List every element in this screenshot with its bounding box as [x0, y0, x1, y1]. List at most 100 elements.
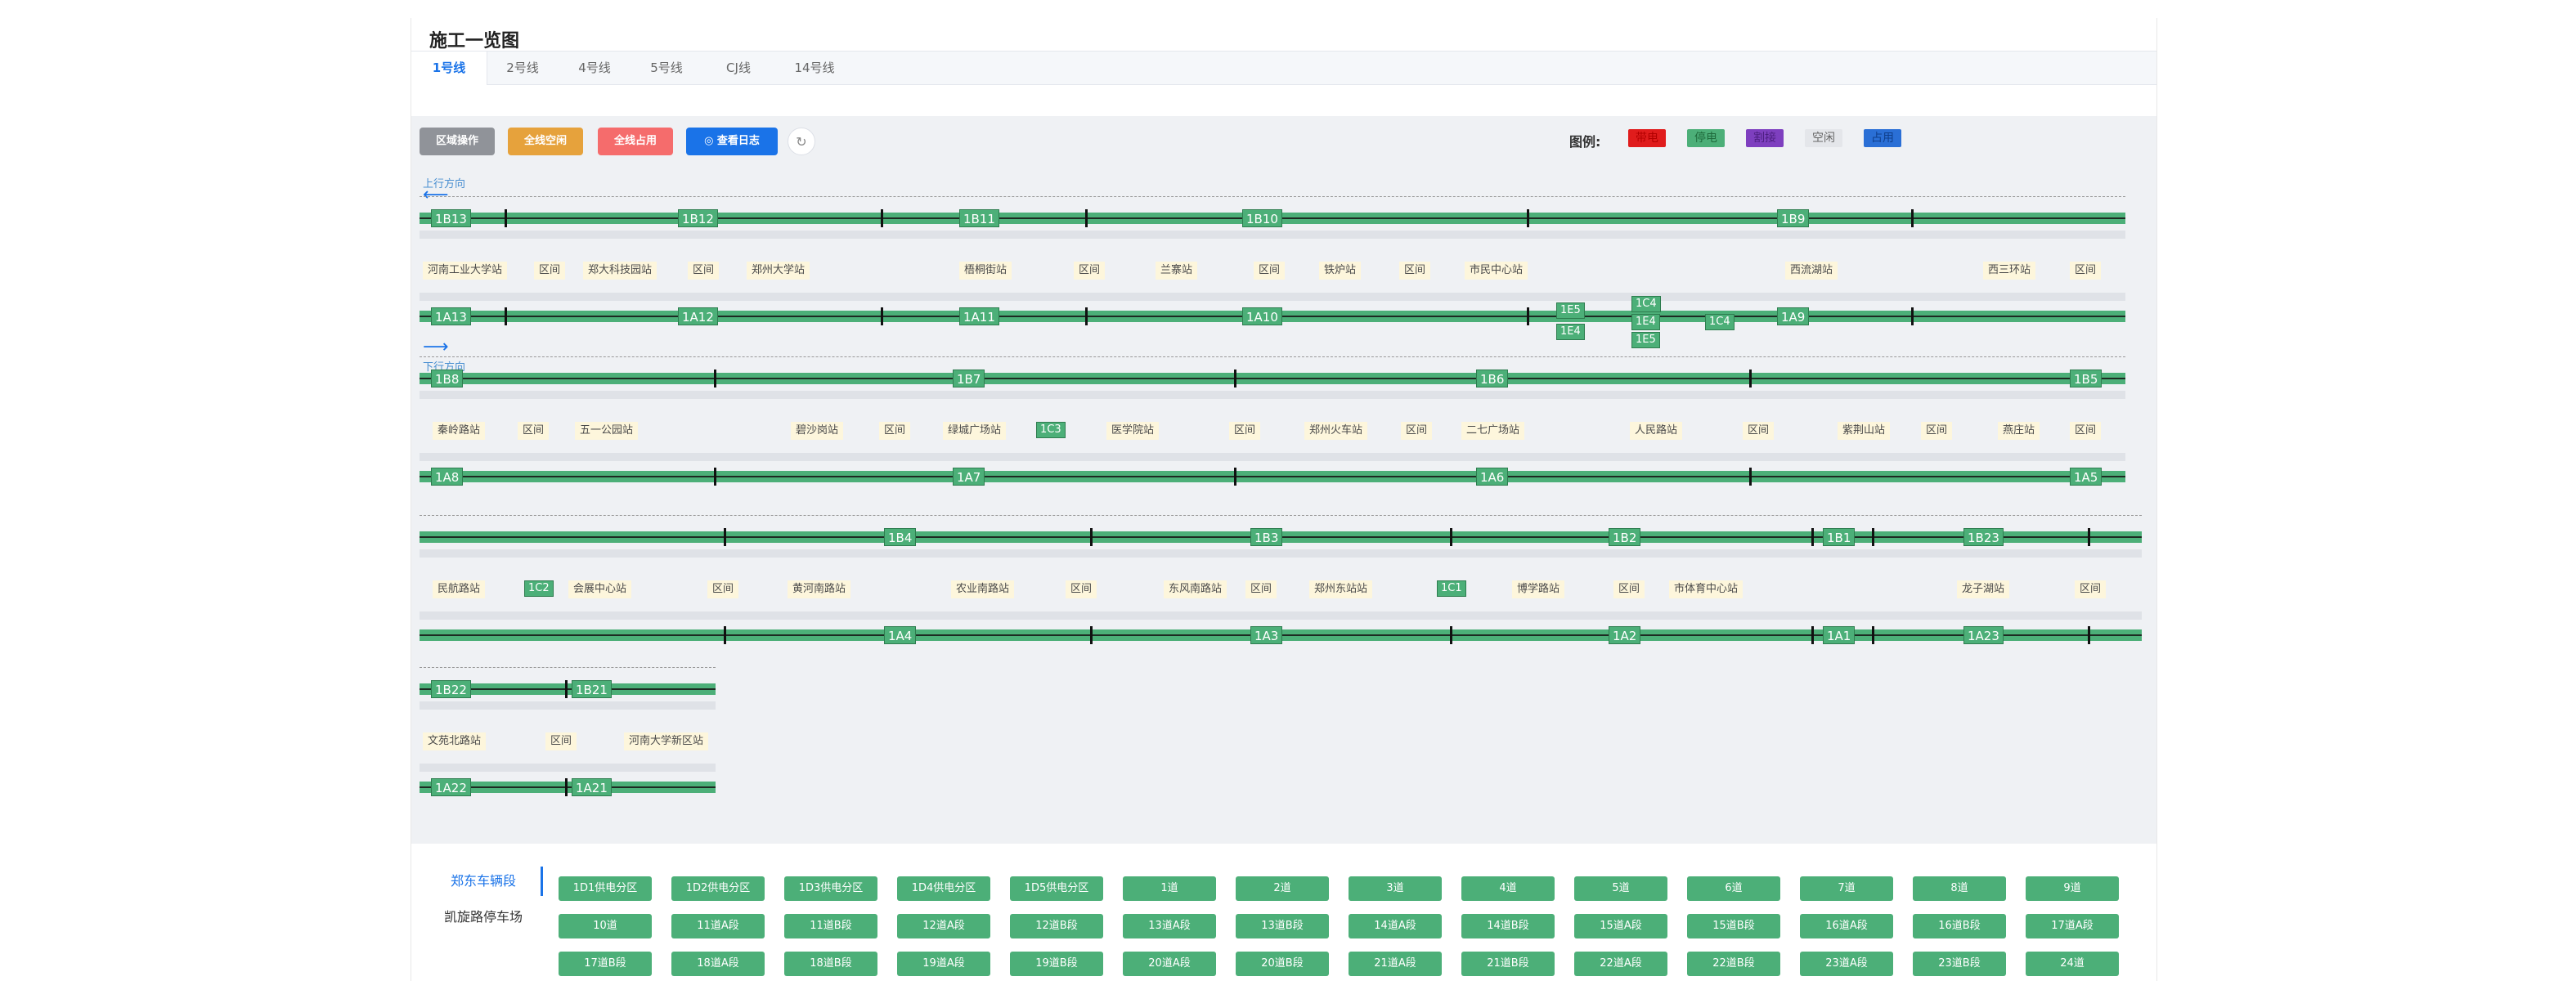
station-0-6[interactable]: 区间: [1074, 262, 1106, 280]
section-1A2[interactable]: 1A2: [1609, 626, 1641, 644]
block-1C1-1[interactable]: 1C1: [1437, 580, 1466, 597]
station-1-16[interactable]: 区间: [2070, 422, 2102, 440]
block-1E4-3[interactable]: 1E4: [1631, 314, 1660, 330]
station-1-10[interactable]: 二七广场站: [1461, 422, 1525, 440]
station-0-14[interactable]: 区间: [2070, 262, 2102, 280]
station-0-1[interactable]: 区间: [534, 262, 566, 280]
station-0-4[interactable]: 郑州大学站: [747, 262, 810, 280]
section-1B7[interactable]: 1B7: [953, 370, 985, 387]
station-1-2[interactable]: 五一公园站: [575, 422, 639, 440]
depot-track-button[interactable]: 8道: [1913, 876, 2006, 901]
station-2-10[interactable]: 区间: [1613, 580, 1645, 598]
station-2-6[interactable]: 东风南路站: [1164, 580, 1227, 598]
section-1A6[interactable]: 1A6: [1476, 468, 1509, 486]
section-1B4[interactable]: 1B4: [884, 528, 917, 546]
section-1B12[interactable]: 1B12: [678, 209, 718, 227]
depot-track-button[interactable]: 14道A段: [1349, 914, 1442, 938]
tab-line-5[interactable]: 5号线: [650, 60, 683, 75]
depot-track-button[interactable]: 15道A段: [1574, 914, 1667, 938]
block-1E5-0[interactable]: 1E5: [1556, 302, 1585, 319]
section-1A5[interactable]: 1A5: [2070, 468, 2103, 486]
depot-track-button[interactable]: 17道A段: [2026, 914, 2119, 938]
station-0-11[interactable]: 市民中心站: [1465, 262, 1528, 280]
station-1-13[interactable]: 紫荆山站: [1838, 422, 1891, 440]
station-0-5[interactable]: 梧桐街站: [959, 262, 1012, 280]
section-1A8[interactable]: 1A8: [431, 468, 464, 486]
depot-track-button[interactable]: 19道B段: [1010, 952, 1103, 976]
station-2-9[interactable]: 博学路站: [1512, 580, 1565, 598]
section-1B8[interactable]: 1B8: [431, 370, 464, 387]
depot-track-button[interactable]: 4道: [1461, 876, 1555, 901]
section-1B22[interactable]: 1B22: [431, 680, 471, 698]
station-2-5[interactable]: 区间: [1066, 580, 1097, 598]
all-line-occupied-button[interactable]: 全线占用: [598, 128, 673, 155]
depot-track-button[interactable]: 1道: [1123, 876, 1216, 901]
section-1B11[interactable]: 1B11: [959, 209, 999, 227]
section-1A23[interactable]: 1A23: [1963, 626, 2004, 644]
station-2-12[interactable]: 龙子湖站: [1957, 580, 2010, 598]
tab-line-14[interactable]: 14号线: [794, 60, 835, 75]
station-0-2[interactable]: 郑大科技园站: [583, 262, 657, 280]
station-0-12[interactable]: 西流湖站: [1785, 262, 1838, 280]
depot-track-button[interactable]: 6道: [1687, 876, 1780, 901]
station-1-7[interactable]: 区间: [1229, 422, 1261, 440]
depot-track-button[interactable]: 16道A段: [1800, 914, 1893, 938]
station-1-14[interactable]: 区间: [1921, 422, 1953, 440]
depot-track-button[interactable]: 21道A段: [1349, 952, 1442, 976]
block-1E4-1[interactable]: 1E4: [1556, 324, 1585, 340]
station-2-2[interactable]: 区间: [707, 580, 739, 598]
section-1B21[interactable]: 1B21: [572, 680, 612, 698]
station-1-15[interactable]: 燕庄站: [1998, 422, 2040, 440]
depot-track-button[interactable]: 3道: [1349, 876, 1442, 901]
station-3-2[interactable]: 河南大学新区站: [624, 732, 709, 750]
station-0-7[interactable]: 兰寨站: [1156, 262, 1198, 280]
block-1C2-0[interactable]: 1C2: [524, 580, 554, 597]
station-0-10[interactable]: 区间: [1399, 262, 1431, 280]
depot-track-button[interactable]: 2道: [1236, 876, 1329, 901]
section-1A9[interactable]: 1A9: [1777, 307, 1810, 325]
section-1A21[interactable]: 1A21: [572, 778, 612, 796]
depot-track-button[interactable]: 20道A段: [1123, 952, 1216, 976]
station-1-11[interactable]: 人民路站: [1630, 422, 1683, 440]
station-0-8[interactable]: 区间: [1254, 262, 1286, 280]
section-1B23[interactable]: 1B23: [1963, 528, 2004, 546]
depot-track-button[interactable]: 10道: [559, 914, 652, 938]
depot-tab-kaixuan[interactable]: 凯旋路停车场: [443, 909, 523, 925]
section-1A7[interactable]: 1A7: [953, 468, 985, 486]
depot-track-button[interactable]: 7道: [1800, 876, 1893, 901]
depot-track-button[interactable]: 1D2供电分区: [671, 876, 765, 901]
station-0-3[interactable]: 区间: [688, 262, 720, 280]
depot-track-button[interactable]: 22道B段: [1687, 952, 1780, 976]
depot-track-button[interactable]: 5道: [1574, 876, 1667, 901]
station-1-8[interactable]: 郑州火车站: [1304, 422, 1368, 440]
depot-track-button[interactable]: 17道B段: [559, 952, 652, 976]
station-1-1[interactable]: 区间: [518, 422, 550, 440]
station-2-1[interactable]: 会展中心站: [568, 580, 632, 598]
depot-track-button[interactable]: 1D4供电分区: [897, 876, 990, 901]
section-1B9[interactable]: 1B9: [1777, 209, 1810, 227]
station-0-13[interactable]: 西三环站: [1983, 262, 2036, 280]
station-1-3[interactable]: 碧沙岗站: [791, 422, 844, 440]
depot-track-button[interactable]: 23道B段: [1913, 952, 2006, 976]
section-1A12[interactable]: 1A12: [678, 307, 718, 325]
depot-track-button[interactable]: 21道B段: [1461, 952, 1555, 976]
depot-track-button[interactable]: 9道: [2026, 876, 2119, 901]
depot-track-button[interactable]: 13道B段: [1236, 914, 1329, 938]
section-1B2[interactable]: 1B2: [1609, 528, 1641, 546]
depot-track-button[interactable]: 18道B段: [784, 952, 877, 976]
depot-track-button[interactable]: 15道B段: [1687, 914, 1780, 938]
station-1-9[interactable]: 区间: [1401, 422, 1433, 440]
station-2-4[interactable]: 农业南路站: [951, 580, 1015, 598]
station-0-0[interactable]: 河南工业大学站: [423, 262, 508, 280]
section-1B6[interactable]: 1B6: [1476, 370, 1509, 387]
tab-line-1[interactable]: 1号线: [411, 52, 487, 85]
block-1E5-4[interactable]: 1E5: [1631, 332, 1660, 348]
depot-track-button[interactable]: 11道B段: [784, 914, 877, 938]
station-2-3[interactable]: 黄河南路站: [788, 580, 851, 598]
tab-line-cj[interactable]: CJ线: [726, 60, 751, 75]
station-1-0[interactable]: 秦岭路站: [433, 422, 486, 440]
depot-track-button[interactable]: 1D1供电分区: [559, 876, 652, 901]
section-1B13[interactable]: 1B13: [431, 209, 471, 227]
block-1C3-0[interactable]: 1C3: [1036, 422, 1066, 438]
depot-track-button[interactable]: 13道A段: [1123, 914, 1216, 938]
